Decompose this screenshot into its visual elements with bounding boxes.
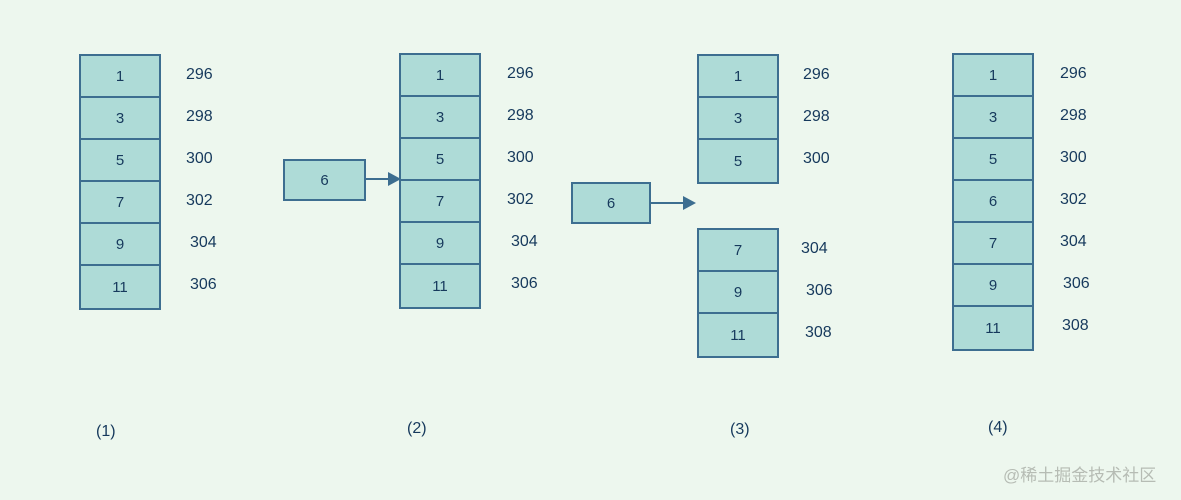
- array-step4: 1 3 5 6 7 9 11: [952, 53, 1034, 351]
- step2-label: (2): [407, 420, 427, 437]
- array-cell: 1: [81, 56, 159, 98]
- array-cell: 9: [954, 265, 1032, 307]
- insert-arrow-icon: [388, 172, 401, 186]
- array-cell: 9: [81, 224, 159, 266]
- array-cell: 5: [401, 139, 479, 181]
- array-cell: 5: [954, 139, 1032, 181]
- address-label: 298: [803, 108, 830, 125]
- array-cell: 9: [401, 223, 479, 265]
- address-label: 304: [511, 233, 538, 250]
- address-label: 298: [507, 107, 534, 124]
- array-step3-top: 1 3 5: [697, 54, 779, 184]
- address-label: 304: [190, 234, 217, 251]
- array-cell: 1: [401, 55, 479, 97]
- array-cell: 3: [81, 98, 159, 140]
- address-label: 308: [1062, 317, 1089, 334]
- address-label: 304: [1060, 233, 1087, 250]
- address-column-step3-top: 296 298 300: [803, 54, 830, 180]
- address-label: 296: [1060, 65, 1087, 82]
- step3-label: (3): [730, 421, 750, 438]
- address-column-step4: 296 298 300 302 304 306 308: [1060, 53, 1090, 347]
- address-label: 296: [186, 66, 213, 83]
- address-label: 296: [507, 65, 534, 82]
- array-cell: 3: [401, 97, 479, 139]
- address-label: 300: [507, 149, 534, 166]
- step4-label: (4): [988, 419, 1008, 436]
- address-column-step3-bottom: 304 306 308: [801, 228, 833, 354]
- array-cell: 9: [699, 272, 777, 314]
- address-label: 302: [1060, 191, 1087, 208]
- address-column-step1: 296 298 300 302 304 306: [186, 54, 217, 306]
- address-label: 298: [186, 108, 213, 125]
- step1-label: (1): [96, 423, 116, 440]
- array-cell: 11: [954, 307, 1032, 349]
- array-cell: 7: [699, 230, 777, 272]
- insert-value-box-step2: 6: [283, 159, 366, 201]
- address-label: 302: [186, 192, 213, 209]
- array-cell: 11: [81, 266, 159, 308]
- array-cell: 11: [699, 314, 777, 356]
- array-cell: 5: [699, 140, 777, 182]
- address-label: 300: [1060, 149, 1087, 166]
- array-cell: 5: [81, 140, 159, 182]
- array-cell: 1: [954, 55, 1032, 97]
- address-label: 306: [511, 275, 538, 292]
- array-cell: 7: [81, 182, 159, 224]
- address-label: 304: [801, 240, 828, 257]
- array-cell: 7: [401, 181, 479, 223]
- array-cell: 1: [699, 56, 777, 98]
- address-label: 300: [186, 150, 213, 167]
- address-label: 298: [1060, 107, 1087, 124]
- insert-arrow-line: [366, 178, 392, 180]
- array-cell: 3: [699, 98, 777, 140]
- array-cell: 3: [954, 97, 1032, 139]
- array-cell: 11: [401, 265, 479, 307]
- address-label: 306: [1063, 275, 1090, 292]
- address-label: 302: [507, 191, 534, 208]
- address-label: 296: [803, 66, 830, 83]
- insert-value-box-step3: 6: [571, 182, 651, 224]
- insert-arrow-line: [651, 202, 685, 204]
- array-step3-bottom: 7 9 11: [697, 228, 779, 358]
- address-column-step2: 296 298 300 302 304 306: [507, 53, 538, 305]
- watermark-text: @稀土掘金技术社区: [1003, 466, 1157, 485]
- address-label: 300: [803, 150, 830, 167]
- insert-arrow-icon: [683, 196, 696, 210]
- array-cell: 6: [954, 181, 1032, 223]
- array-step1: 1 3 5 7 9 11: [79, 54, 161, 310]
- address-label: 308: [805, 324, 832, 341]
- address-label: 306: [190, 276, 217, 293]
- array-cell: 7: [954, 223, 1032, 265]
- array-step2: 1 3 5 7 9 11: [399, 53, 481, 309]
- address-label: 306: [806, 282, 833, 299]
